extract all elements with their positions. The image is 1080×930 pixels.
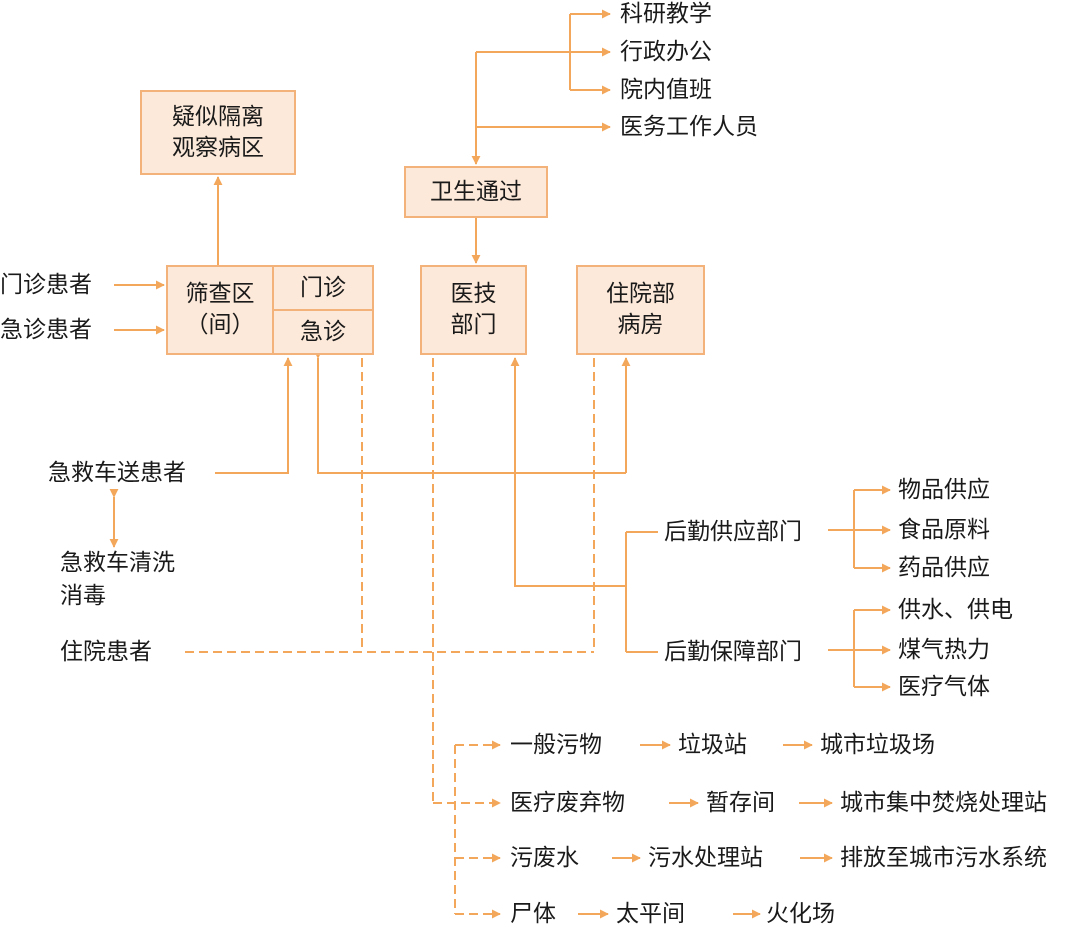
arrow-ambulance-to-emergency (215, 357, 293, 474)
city-landfill-label: 城市垃圾场 (820, 732, 935, 758)
incineration-label: 城市集中焚烧处理站 (840, 790, 1047, 816)
sanitation-label: 卫生通过 (430, 178, 522, 205)
corpse-label: 尸体 (510, 901, 556, 927)
ambulance-patients-label: 急救车送患者 (48, 460, 186, 486)
isolation-ward-label: 疑似隔离 观察病区 (172, 103, 264, 161)
arrow-logistics-to-medtech (510, 357, 626, 587)
ambulance-cleaning-label: 急救车清洗 消毒 (60, 550, 175, 609)
inpatient-ward-box: 住院部 病房 (576, 265, 705, 355)
crematorium-label: 火化场 (766, 901, 835, 927)
admin-label: 行政办公 (620, 39, 712, 65)
arrow-to-emergency-loop (313, 349, 626, 474)
outpatient-patients-label: 门诊患者 (0, 272, 92, 298)
supply-dept-label: 后勤供应部门 (664, 519, 802, 545)
sewage-label: 污废水 (510, 845, 579, 871)
screening-label: 筛查区 （间） (185, 281, 255, 338)
food-label: 食品原料 (898, 517, 990, 543)
water-power-label: 供水、供电 (898, 597, 1013, 623)
inpatients-label: 住院患者 (60, 639, 152, 665)
medtech-box: 医技 部门 (420, 265, 527, 355)
support-dept-label: 后勤保障部门 (664, 639, 802, 665)
discharge-label: 排放至城市污水系统 (840, 845, 1047, 871)
goods-supply-label: 物品供应 (898, 477, 990, 503)
medical-gas-label: 医疗气体 (898, 674, 990, 700)
outpatient-label: 门诊 (300, 274, 346, 301)
general-waste-label: 一般污物 (510, 732, 602, 758)
gas-heat-label: 煤气热力 (898, 637, 990, 663)
sewage-plant-label: 污水处理站 (648, 845, 763, 871)
outpatient-box: 门诊 (272, 265, 374, 311)
inpatient-ward-label: 住院部 病房 (606, 281, 675, 338)
research-label: 科研教学 (620, 1, 712, 27)
emergency-label: 急诊 (300, 318, 346, 345)
medical-waste-label: 医疗废弃物 (510, 790, 625, 816)
morgue-label: 太平间 (616, 901, 685, 927)
medical-staff-label: 医务工作人员 (620, 114, 758, 140)
isolation-ward-box: 疑似隔离 观察病区 (140, 90, 296, 175)
medtech-label: 医技 部门 (450, 281, 497, 338)
screening-box: 筛查区 （间） (166, 265, 274, 355)
emergency-box: 急诊 (272, 309, 374, 355)
garbage-station-label: 垃圾站 (678, 732, 747, 758)
sanitation-box: 卫生通过 (404, 166, 548, 218)
drugs-label: 药品供应 (898, 555, 990, 581)
emergency-patients-label: 急诊患者 (0, 317, 92, 343)
duty-label: 院内值班 (620, 77, 712, 103)
temp-storage-label: 暂存间 (706, 790, 775, 816)
